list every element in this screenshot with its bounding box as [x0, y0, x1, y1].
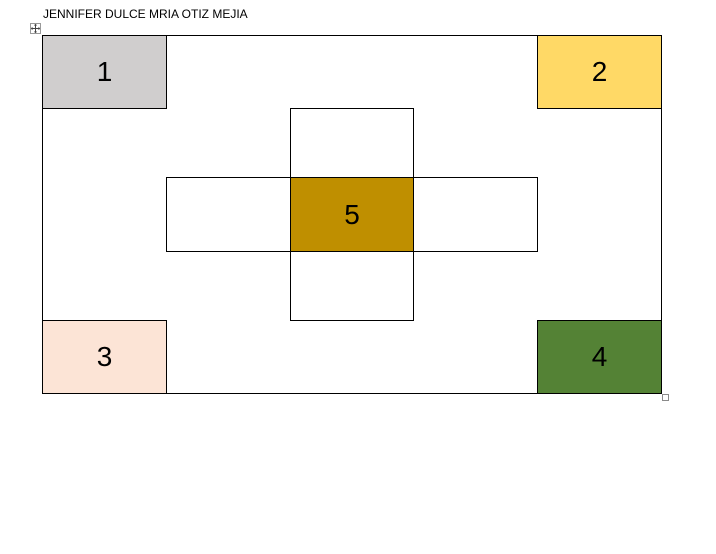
cell-1[interactable]: 1 — [42, 35, 167, 109]
cell-3[interactable]: 3 — [42, 320, 167, 394]
cell-4[interactable]: 4 — [537, 320, 662, 394]
cell-center-top[interactable] — [290, 108, 414, 178]
cell-center-bottom[interactable] — [290, 251, 414, 321]
cell-center-right[interactable] — [413, 177, 538, 252]
layout-table — [42, 35, 662, 394]
table-move-handle-icon[interactable] — [30, 23, 41, 34]
document-title: JENNIFER DULCE MRIA OTIZ MEJIA — [43, 7, 248, 21]
table-resize-handle-icon[interactable] — [662, 394, 669, 401]
cell-center-left[interactable] — [166, 177, 291, 252]
cell-2[interactable]: 2 — [537, 35, 662, 109]
cell-5[interactable]: 5 — [290, 177, 414, 252]
